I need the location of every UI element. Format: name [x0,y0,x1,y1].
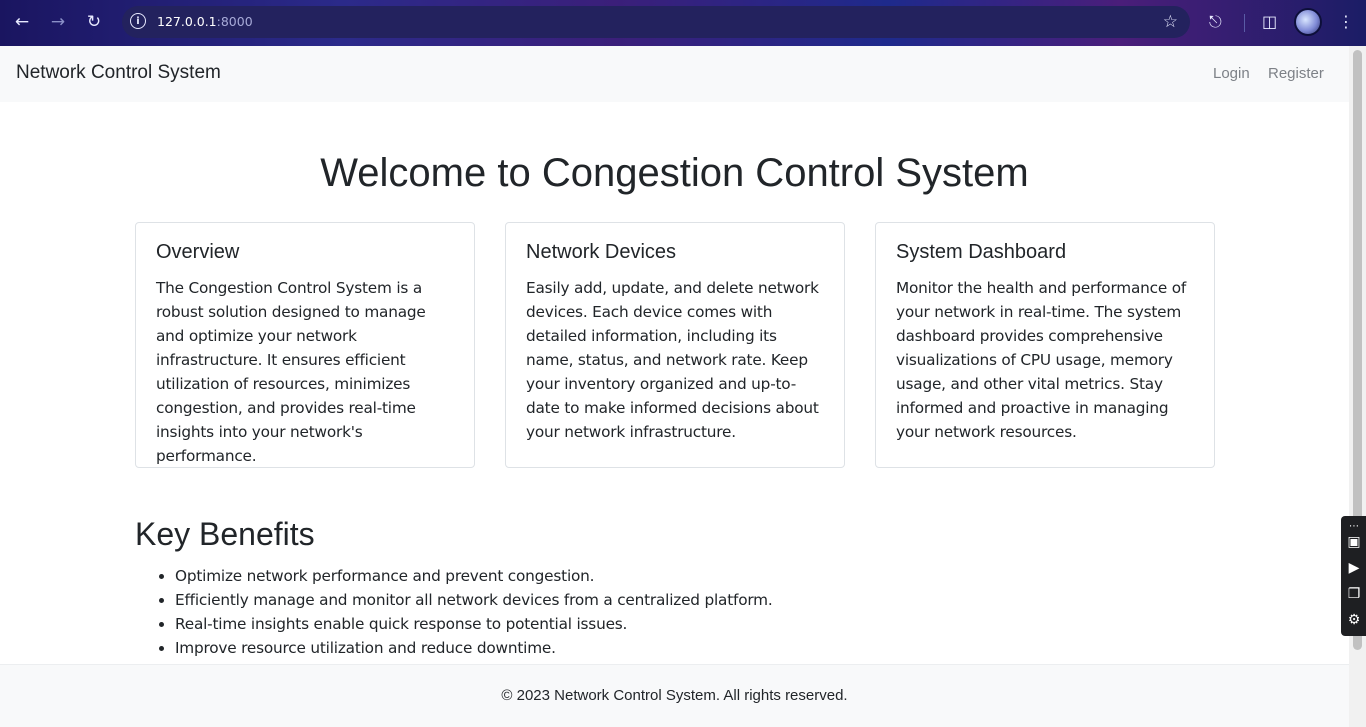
capture-toolbar: ⋯ ▣ ▶ ❐ ⚙ [1341,516,1366,636]
more-icon[interactable]: ⋯ [1349,521,1359,532]
navbar-brand[interactable]: Network Control System [16,62,221,83]
star-icon[interactable]: ☆ [1162,12,1178,32]
card-text: Monitor the health and performance of yo… [896,279,1187,441]
window-icon[interactable]: ❐ [1347,586,1361,602]
gear-icon[interactable]: ⚙ [1347,612,1361,628]
list-item: Efficiently manage and monitor all netwo… [175,588,773,612]
profile-avatar[interactable] [1294,8,1322,36]
address-bar[interactable]: i 127.0.0.1:8000 ☆ [122,6,1190,38]
reload-icon[interactable]: ↻ [86,12,102,32]
navbar: Network Control System Login Register [0,46,1349,102]
page-footer: © 2023 Network Control System. All right… [0,664,1349,727]
kebab-menu-icon[interactable]: ⋮ [1338,12,1354,31]
benefits-list: Optimize network performance and prevent… [135,564,773,660]
card-title: Overview [156,241,240,263]
register-link[interactable]: Register [1268,65,1324,82]
scrollbar-thumb[interactable] [1353,50,1362,650]
login-link[interactable]: Login [1213,65,1250,82]
card-title: System Dashboard [896,241,1067,263]
arrow-right-icon[interactable]: → [50,12,66,32]
url-text[interactable]: 127.0.0.1:8000 [157,14,253,29]
page-title: Welcome to Congestion Control System [320,151,1029,195]
puzzle-icon[interactable]: ⎋ [1209,12,1222,31]
browser-toolbar: ← → ↻ i 127.0.0.1:8000 ☆ ⎋ ◫ ⋮ [0,0,1366,46]
card-title: Network Devices [526,241,677,263]
card-text: Easily add, update, and delete network d… [526,279,819,441]
url-port: :8000 [216,14,253,29]
video-icon[interactable]: ▶ [1348,560,1360,576]
list-item: Optimize network performance and prevent… [175,564,773,588]
page-viewport: Network Control System Login Register We… [0,46,1349,727]
list-item: Real-time insights enable quick response… [175,612,773,636]
side-panel-icon[interactable]: ◫ [1262,12,1278,31]
url-host: 127.0.0.1 [157,14,217,29]
arrow-left-icon[interactable]: ← [14,12,30,32]
system-dashboard-card: System Dashboard Monitor the health and … [875,222,1215,468]
footer-text: © 2023 Network Control System. All right… [501,687,848,704]
camera-icon[interactable]: ▣ [1347,534,1361,550]
list-item: Improve resource utilization and reduce … [175,636,773,660]
overview-card: Overview The Congestion Control System i… [135,222,475,468]
benefits-heading: Key Benefits [135,516,315,552]
info-icon[interactable]: i [130,13,146,29]
toolbar-divider [1244,14,1245,32]
network-devices-card: Network Devices Easily add, update, and … [505,222,845,468]
card-text: The Congestion Control System is a robus… [156,279,426,465]
